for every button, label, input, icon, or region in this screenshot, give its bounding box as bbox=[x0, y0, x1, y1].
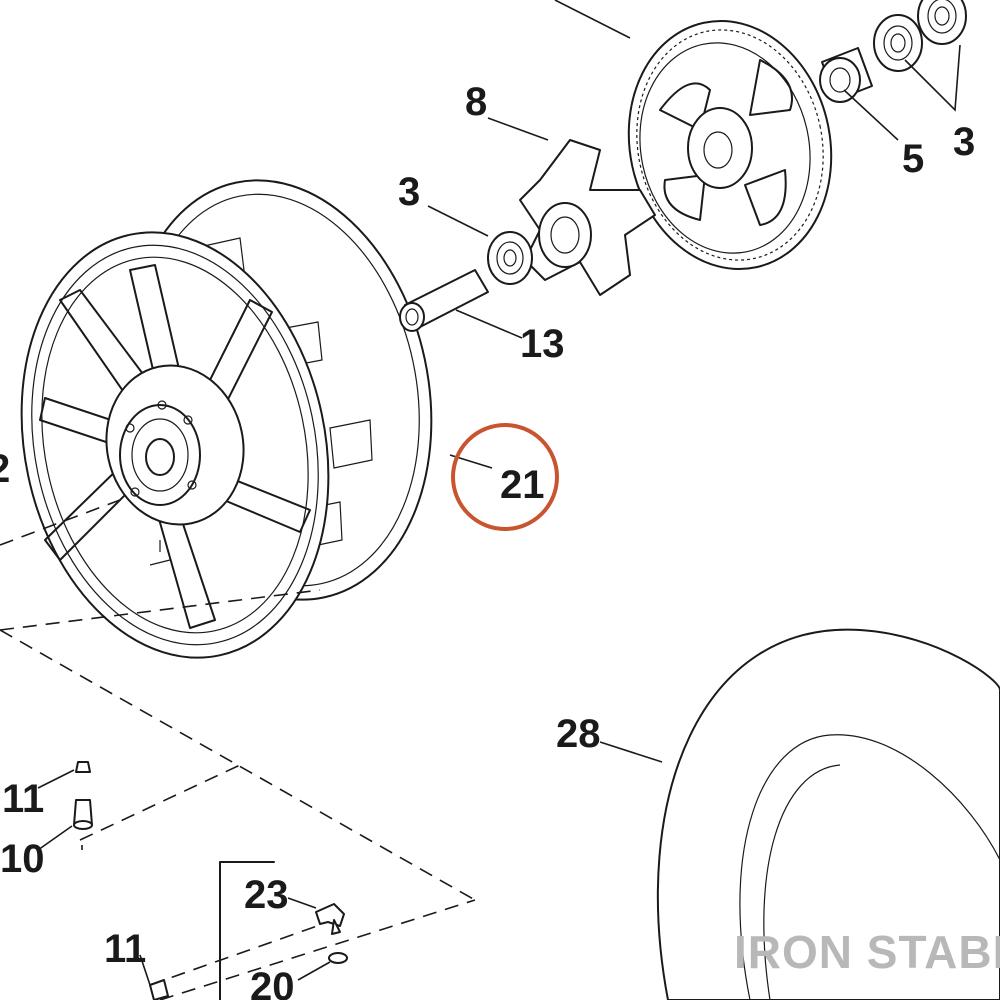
callout-21: 21 bbox=[500, 463, 545, 507]
assembly-dashed-lines bbox=[0, 499, 476, 1000]
callout-2-partial: 2 bbox=[0, 447, 10, 491]
rear-wheel bbox=[20, 179, 433, 659]
valve-cap-part-11-upper bbox=[75, 761, 91, 773]
spacer-part-5 bbox=[819, 47, 873, 103]
callout-3-mid: 3 bbox=[398, 170, 420, 214]
bearing-pair-part-3-top bbox=[873, 0, 967, 72]
callout-labels: 3 5 8 3 13 21 2 28 11 10 23 11 20 bbox=[0, 80, 975, 1000]
highlight-circle bbox=[451, 423, 559, 531]
valve-elbow-part-23 bbox=[315, 903, 345, 935]
rear-pulley bbox=[627, 19, 833, 271]
callout-11-upper: 11 bbox=[2, 777, 44, 821]
washer-part-20 bbox=[328, 952, 348, 964]
valve-cap-part-11-lower bbox=[149, 979, 169, 1000]
valve-stem-part-10 bbox=[73, 799, 93, 830]
cush-drive-damper-part-8 bbox=[519, 139, 656, 296]
callout-3-top: 3 bbox=[953, 120, 975, 164]
leader-lines bbox=[37, 0, 961, 986]
callout-8: 8 bbox=[465, 80, 487, 124]
callout-20: 20 bbox=[250, 965, 295, 1000]
callout-5: 5 bbox=[902, 137, 924, 181]
callout-13: 13 bbox=[520, 322, 565, 366]
axle-spacer-part-13 bbox=[399, 269, 489, 332]
tire-part-28 bbox=[656, 628, 1000, 1000]
callout-28: 28 bbox=[556, 712, 601, 756]
callout-10: 10 bbox=[0, 837, 45, 881]
callout-23: 23 bbox=[244, 873, 289, 917]
watermark-text: IRON STABLE bbox=[734, 926, 1000, 978]
bearing-part-3-mid bbox=[487, 231, 533, 285]
callout-11-lower: 11 bbox=[104, 927, 146, 971]
